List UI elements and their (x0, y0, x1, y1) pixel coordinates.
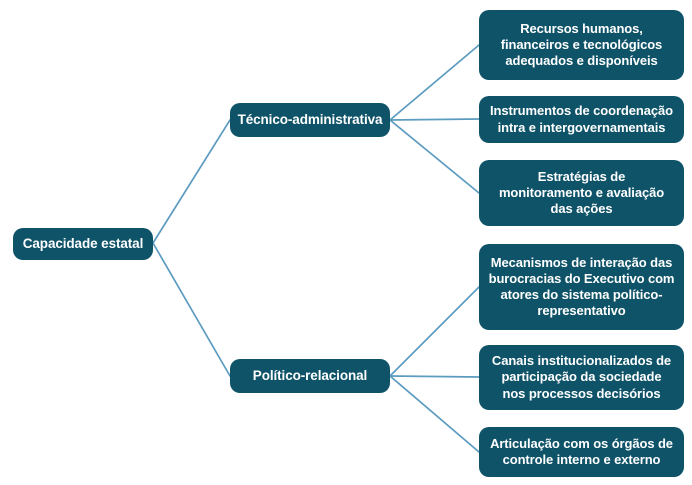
node-canais-institucionalizados-label: Canais institucionalizados de participaç… (491, 353, 672, 401)
connector-root-to-politico-relacional (152, 242, 231, 377)
node-articulacao-orgaos-label: Articulação com os órgãos de controle in… (490, 435, 673, 467)
node-tecnico-administrativa[interactable]: Técnico-administrativa (230, 103, 390, 137)
node-politico-relacional[interactable]: Político-relacional (230, 359, 390, 393)
connector-root-to-tecnico-administrativa (152, 119, 231, 244)
node-mecanismos-interacao-label: Mecanismos de interação das burocracias … (488, 254, 675, 319)
connector-politico-to-canais-institucionalizados (389, 375, 480, 378)
node-tecnico-administrativa-label: Técnico-administrativa (237, 111, 383, 127)
node-articulacao-orgaos[interactable]: Articulação com os órgãos de controle in… (479, 427, 684, 477)
node-capacidade-estatal[interactable]: Capacidade estatal (13, 228, 153, 260)
node-instrumentos-coordenacao-label: Instrumentos de coordenação intra e inte… (490, 103, 673, 135)
node-canais-institucionalizados[interactable]: Canais institucionalizados de participaç… (479, 345, 684, 410)
connector-politico-to-mecanismos-interacao (389, 286, 480, 377)
node-recursos-humanos-label: Recursos humanos, financeiros e tecnológ… (500, 20, 663, 69)
node-mecanismos-interacao[interactable]: Mecanismos de interação das burocracias … (479, 244, 684, 330)
connector-tecnico-to-recursos-humanos (389, 44, 480, 121)
node-instrumentos-coordenacao[interactable]: Instrumentos de coordenação intra e inte… (479, 96, 684, 143)
connector-politico-to-articulacao-orgaos (389, 375, 480, 453)
node-estrategias-monitoramento[interactable]: Estratégias de monitoramento e avaliação… (479, 160, 684, 226)
node-estrategias-monitoramento-label: Estratégias de monitoramento e avaliação… (498, 168, 665, 217)
connector-tecnico-to-instrumentos-coordenacao (389, 118, 480, 121)
node-recursos-humanos[interactable]: Recursos humanos, financeiros e tecnológ… (479, 10, 684, 80)
connector-tecnico-to-estrategias-monitoramento (389, 119, 480, 194)
node-politico-relacional-label: Político-relacional (252, 367, 368, 383)
node-capacidade-estatal-label: Capacidade estatal (22, 235, 144, 251)
